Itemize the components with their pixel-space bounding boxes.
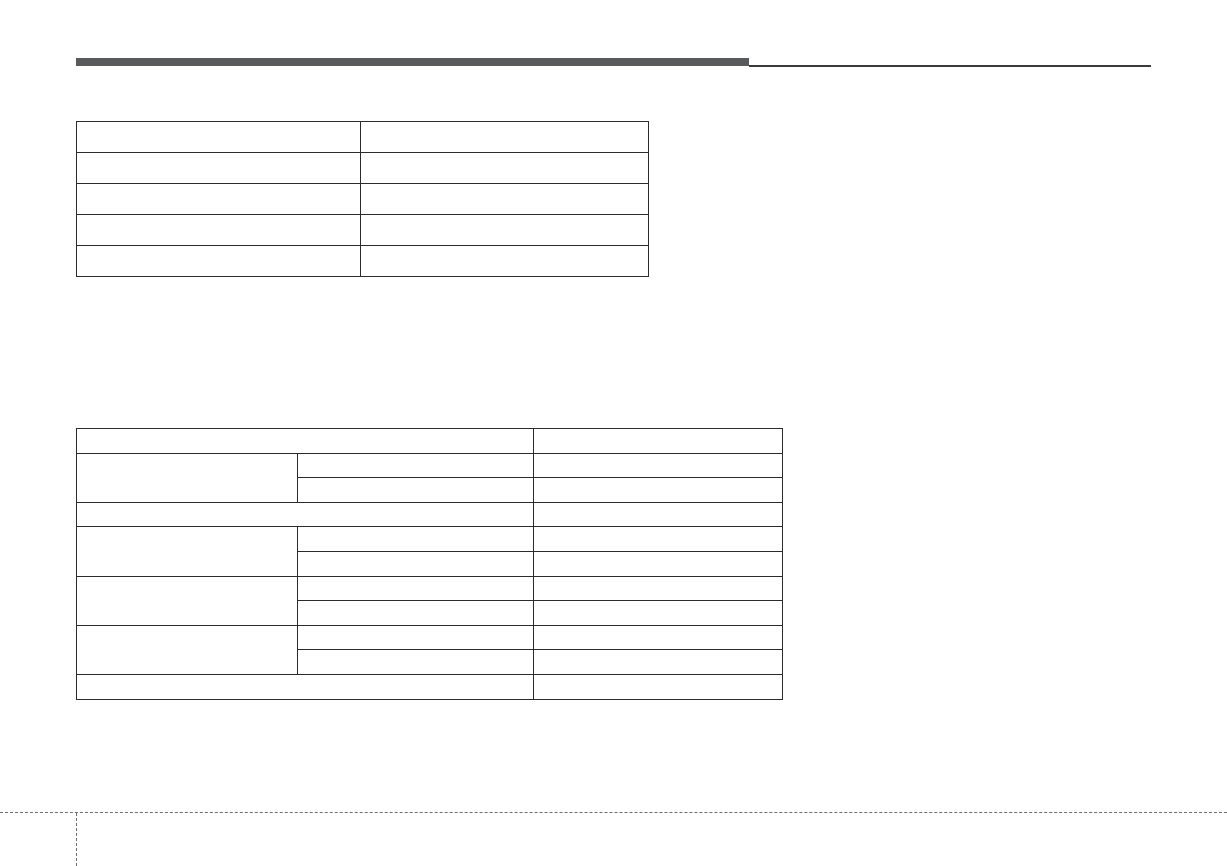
table-cell-label: [76, 428, 534, 454]
table-row: [76, 501, 783, 528]
table-row: [76, 183, 649, 215]
table-cell: [76, 245, 361, 277]
table-cell-value: [533, 550, 783, 577]
table-cell: [360, 214, 649, 246]
table-cell-value: [533, 649, 783, 675]
table-cell-sub: [297, 575, 534, 602]
table-cell-sub: [297, 477, 534, 503]
table-row: [76, 245, 649, 277]
footer-dashed-rule: [0, 812, 1227, 813]
table-cell-value: [533, 575, 783, 602]
table-cell: [76, 183, 361, 215]
table-row: [76, 452, 783, 503]
table-cell-sub: [297, 649, 534, 675]
table-cell-sub: [297, 600, 534, 626]
footer-dashed-margin-line: [76, 813, 77, 866]
table-row: [76, 624, 783, 675]
spec-table-2: [76, 428, 783, 700]
table-row: [76, 526, 783, 577]
table-row: [76, 673, 783, 700]
header-rule: [749, 65, 1151, 67]
table-row: [76, 152, 649, 184]
table-cell-group: [76, 624, 298, 675]
table-cell-sub: [297, 452, 534, 479]
table-cell-sub: [297, 526, 534, 552]
table-cell-value: [533, 477, 783, 503]
table-cell: [360, 121, 649, 153]
table-cell-group: [76, 452, 298, 503]
table-cell-label: [76, 501, 534, 528]
table-row: [76, 121, 649, 153]
table-cell-sub: [297, 624, 534, 651]
table-cell: [76, 214, 361, 246]
table-row: [77, 649, 783, 675]
table-cell-value: [533, 452, 783, 479]
table-cell-value: [533, 428, 783, 454]
table-cell-value: [533, 501, 783, 528]
table-cell-value: [533, 526, 783, 552]
table-cell-group: [76, 526, 298, 577]
table-cell: [360, 245, 649, 277]
table-cell-value: [533, 624, 783, 651]
header-bar: [76, 58, 749, 66]
table-cell: [360, 152, 649, 184]
table-cell-label: [76, 673, 534, 700]
table-row: [77, 600, 783, 626]
table-cell: [76, 152, 361, 184]
table-row: [76, 428, 783, 454]
table-cell-value: [533, 600, 783, 626]
table-row: [76, 214, 649, 246]
table-cell: [360, 183, 649, 215]
table-cell-group: [76, 575, 298, 626]
table-row: [76, 575, 783, 626]
table-cell: [76, 121, 361, 153]
spec-table-1: [76, 121, 649, 277]
table-cell-sub: [297, 550, 534, 577]
table-cell-value: [533, 673, 783, 700]
